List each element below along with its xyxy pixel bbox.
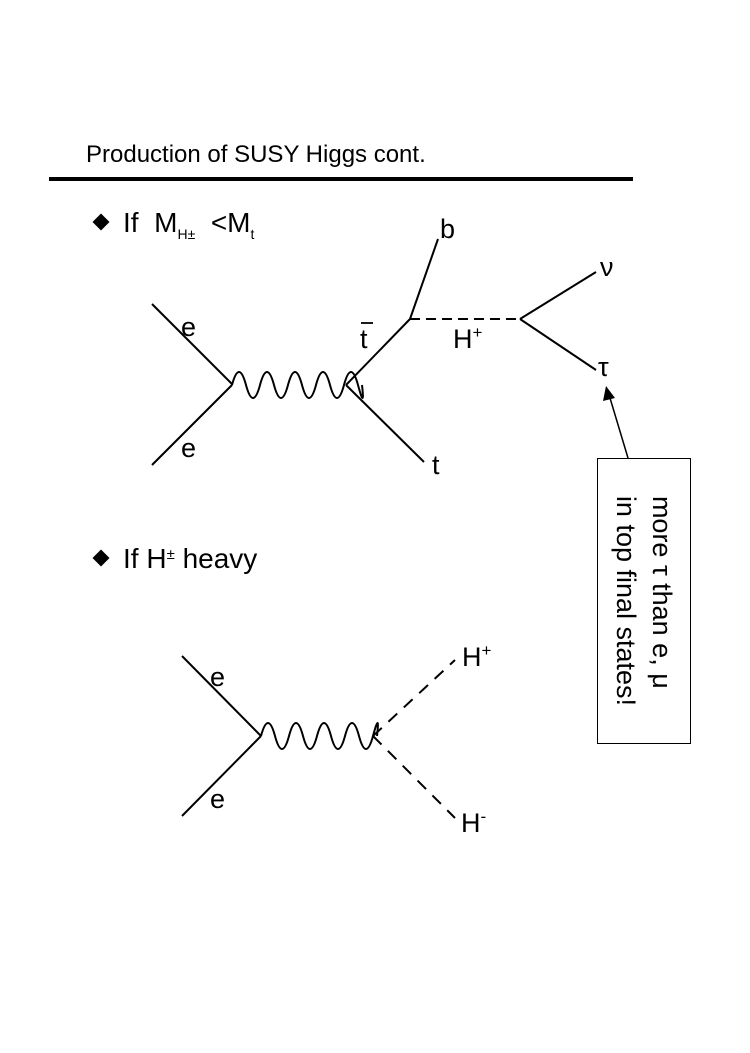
tau-note-line-1: more τ than e, μ	[647, 495, 677, 689]
higgs-minus-line	[372, 735, 456, 819]
higgs-plus-line	[372, 659, 456, 737]
tau-note-line-2: in top final states!	[611, 495, 641, 707]
label-tau: τ	[598, 352, 609, 382]
title-underline	[49, 177, 633, 181]
photon-propagator-2	[260, 722, 379, 750]
label-top: t	[432, 450, 440, 480]
bullet2-charge-sup: ±	[166, 546, 175, 563]
label-electron-1a: e	[181, 312, 196, 342]
electron-line-top-2	[181, 655, 262, 737]
label-electron-2a: e	[210, 662, 225, 692]
tau-line	[519, 318, 597, 371]
top-mass-subscript: t	[250, 226, 255, 242]
photon-propagator-1	[231, 371, 364, 399]
feynman-diagram-2	[181, 655, 456, 819]
bullet1-prefix: If	[123, 207, 139, 238]
arrowhead-icon	[603, 386, 615, 401]
higgs-mass-subscript: H±	[177, 226, 196, 242]
tau-note-box: more τ than e, μ in top final states!	[597, 458, 691, 744]
label-electron-2b: e	[210, 784, 225, 814]
label-neutrino: ν	[600, 252, 614, 282]
electron-line-bottom-2	[181, 735, 262, 817]
neutrino-line	[519, 271, 597, 320]
label-electron-1b: e	[181, 433, 196, 463]
bullet-light-higgs: If MH± <Mt	[92, 207, 255, 242]
label-charged-higgs: H+	[453, 323, 483, 354]
page-title: Production of SUSY Higgs cont.	[86, 141, 426, 168]
less-than-sign: <	[210, 207, 228, 238]
higgs-mass-symbol: M	[154, 207, 178, 238]
top-mass-symbol: M	[227, 207, 251, 238]
bullet2-suffix: heavy	[182, 543, 258, 574]
electron-line-top	[151, 303, 233, 385]
note-arrow	[603, 386, 629, 459]
label-bottom-quark: b	[440, 214, 455, 244]
label-higgs-minus: H-	[461, 807, 486, 838]
feynman-diagram-1	[151, 238, 597, 466]
bullet-heavy-higgs: If H± heavy	[92, 543, 258, 575]
antitop-line	[345, 318, 411, 386]
electron-line-bottom	[151, 384, 233, 466]
label-higgs-plus: H+	[462, 641, 492, 672]
bottom-quark-line	[409, 238, 439, 320]
bullet2-prefix: If H	[123, 543, 167, 574]
tau-note-text: more τ than e, μ in top final states!	[608, 496, 680, 706]
top-line	[345, 384, 425, 463]
label-antitop: t	[360, 324, 368, 354]
